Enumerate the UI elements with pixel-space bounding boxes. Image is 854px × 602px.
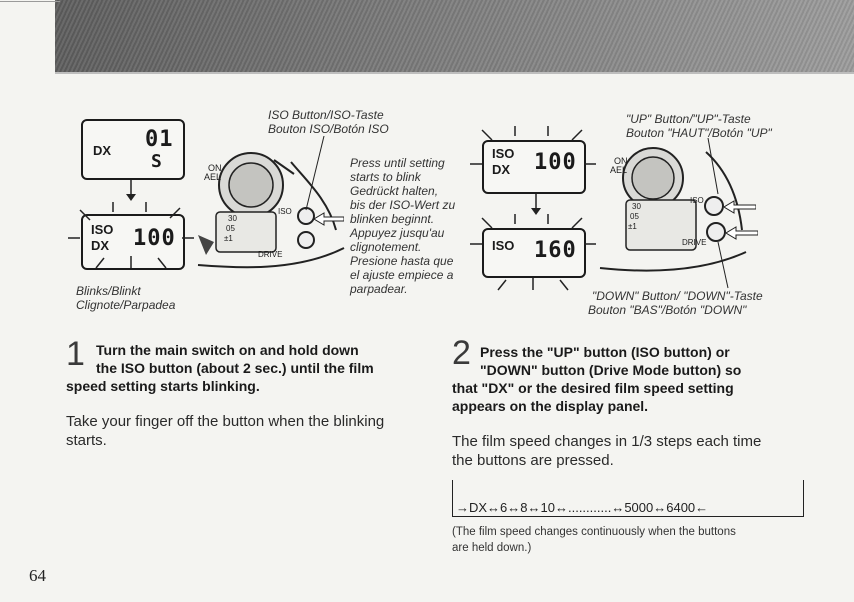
on-switch-label: ON xyxy=(208,163,222,173)
film-speed-sequence-box xyxy=(452,480,804,517)
caption-line: el ajuste empiece a xyxy=(350,268,454,282)
iso-button-label: ISO xyxy=(690,196,704,205)
lcd-dx-label: DX xyxy=(492,162,511,177)
dial-label: 30 xyxy=(228,214,237,223)
heading-line: that "DX" or the desired film speed sett… xyxy=(452,380,734,396)
caption-line: Clignote/Parpadea xyxy=(76,298,176,312)
film-speed-sequence: →DX↔6↔8↔10↔............↔5000↔6400← xyxy=(456,500,709,515)
page-number: 64 xyxy=(29,566,46,585)
camera-top-illustration xyxy=(599,147,747,272)
lcd-panel-bottom-left: ISO DX 100 xyxy=(81,214,185,270)
lcd-dx-label: DX xyxy=(91,238,110,253)
arrow-down-icon xyxy=(531,194,541,215)
caption-line: starts to blink xyxy=(350,170,421,184)
note-line: (The film speed changes continuously whe… xyxy=(452,526,736,538)
leader-line xyxy=(717,242,729,289)
step2-heading: Press the "UP" button (ISO button) or "D… xyxy=(452,343,812,415)
caption-line: "UP" Button/"UP"-Taste xyxy=(626,112,751,126)
lcd-digits: 01 xyxy=(145,127,174,152)
lcd-digits: 160 xyxy=(534,238,577,263)
dial-label: ±1 xyxy=(628,222,637,231)
on-switch-label: ON xyxy=(614,156,628,166)
heading-line: speed setting starts blinking. xyxy=(66,378,260,394)
drive-button-label: DRIVE xyxy=(258,250,283,259)
iso-button-label: ISO xyxy=(278,207,292,216)
caption-line: Gedrückt halten, xyxy=(350,184,439,198)
lcd-iso-label: ISO xyxy=(492,238,515,253)
caption-line: Bouton "BAS"/Botón "DOWN" xyxy=(588,303,747,317)
leader-line xyxy=(305,136,325,211)
blinks-caption: Blinks/Blinkt Clignote/Parpadea xyxy=(76,284,175,312)
lcd-digits: 100 xyxy=(133,226,176,251)
lcd-s-indicator: S xyxy=(151,151,163,172)
down-button-caption: "DOWN" Button/ "DOWN"-Taste Bouton "BAS"… xyxy=(588,289,763,317)
body-line: starts. xyxy=(66,432,107,449)
lcd-digits: 100 xyxy=(534,150,577,175)
caption-line: "DOWN" Button/ "DOWN"-Taste xyxy=(592,289,763,303)
up-button-caption: "UP" Button/"UP"-Taste Bouton "HAUT"/Bot… xyxy=(626,112,772,140)
dial-label: 30 xyxy=(632,202,641,211)
ael-label: AEL xyxy=(204,172,222,182)
caption-line: Blinks/Blinkt xyxy=(76,284,141,298)
body-line: The film speed changes in 1/3 steps each… xyxy=(452,433,762,450)
caption-line: Presione hasta que xyxy=(350,254,454,268)
lcd-panel-top-right: ISO DX 100 xyxy=(482,140,586,194)
camera-top-illustration xyxy=(197,152,345,269)
caption-line: clignotement. xyxy=(350,240,422,254)
step1-body: Take your finger off the button when the… xyxy=(66,412,384,450)
step-number: 1 xyxy=(66,335,85,373)
step-number: 2 xyxy=(452,334,471,372)
blink-rays-icon xyxy=(470,214,596,291)
dial-label: 05 xyxy=(226,224,235,233)
arrow-down-icon xyxy=(126,180,136,201)
lcd-dx-label: DX xyxy=(93,143,112,158)
header-band xyxy=(55,0,854,74)
step2-note: (The film speed changes continuously whe… xyxy=(452,524,736,556)
drive-button-label: DRIVE xyxy=(682,238,707,247)
heading-line: "DOWN" button (Drive Mode button) so xyxy=(480,362,742,378)
blink-rays-icon xyxy=(470,126,596,165)
heading-line: Turn the main switch on and hold down xyxy=(96,342,359,358)
caption-line: Bouton "HAUT"/Botón "UP" xyxy=(626,126,772,140)
header-rule xyxy=(0,1,60,2)
blink-rays-icon xyxy=(68,202,194,269)
leader-line xyxy=(707,138,719,195)
dial-label: ±1 xyxy=(224,234,233,243)
note-line: are held down.) xyxy=(452,542,532,554)
heading-line: Press the "UP" button (ISO button) or xyxy=(480,344,730,360)
step2-body: The film speed changes in 1/3 steps each… xyxy=(452,432,761,470)
caption-line: bis der ISO-Wert zu xyxy=(350,198,456,212)
iso-button-caption: ISO Button/ISO-Taste Bouton ISO/Botón IS… xyxy=(268,108,389,136)
body-line: Take your finger off the button when the… xyxy=(66,413,385,430)
press-caption: Press until setting starts to blink Gedr… xyxy=(350,156,455,296)
caption-line: blinken beginnt. xyxy=(350,212,435,226)
heading-line: the ISO button (about 2 sec.) until the … xyxy=(96,360,374,376)
lcd-panel-top-left: DX 01 S xyxy=(81,119,185,180)
body-line: the buttons are pressed. xyxy=(452,452,614,469)
lcd-panel-bottom-right: ISO 160 xyxy=(482,228,586,278)
caption-line: Press until setting xyxy=(350,156,445,170)
caption-line: Appuyez jusqu'au xyxy=(350,226,445,240)
lcd-iso-label: ISO xyxy=(91,222,114,237)
up-pointer-arrow-icon xyxy=(724,200,756,214)
pointer-arrow-icon xyxy=(314,212,344,226)
dial-label: 05 xyxy=(630,212,639,221)
step1-heading: Turn the main switch on and hold down th… xyxy=(66,341,416,395)
caption-line: ISO Button/ISO-Taste xyxy=(268,108,384,122)
caption-line: parpadear. xyxy=(350,282,408,296)
heading-line: appears on the display panel. xyxy=(452,398,649,414)
caption-line: Bouton ISO/Botón ISO xyxy=(268,122,389,136)
ael-label: AEL xyxy=(610,165,628,175)
lcd-iso-label: ISO xyxy=(492,146,515,161)
down-pointer-arrow-icon xyxy=(726,226,758,240)
